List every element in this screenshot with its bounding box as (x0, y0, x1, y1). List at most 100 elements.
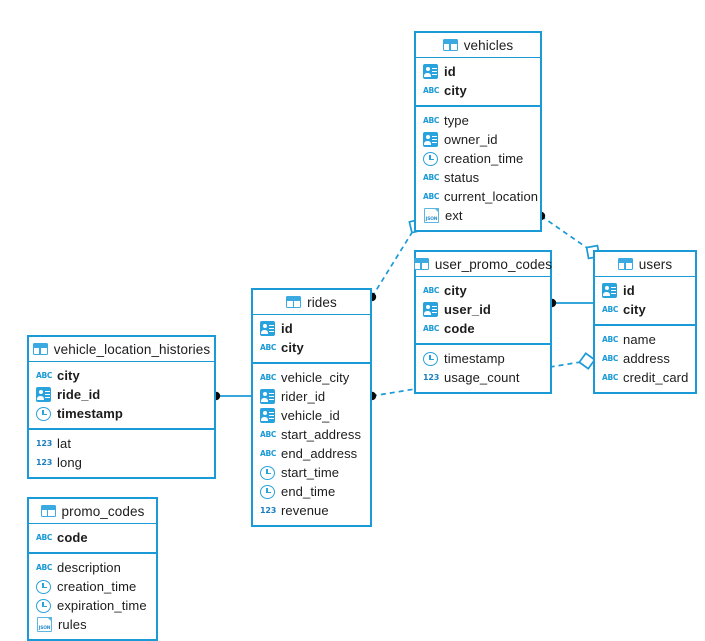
relationship-line (371, 225, 417, 298)
timestamp-icon (36, 406, 51, 421)
column-row[interactable]: timestamp (416, 349, 550, 368)
primary-key-column-row[interactable]: id (595, 281, 695, 300)
timestamp-icon (423, 151, 438, 166)
table-title: promo_codes (61, 503, 145, 519)
string-icon: ABC (36, 371, 53, 380)
number-icon: 123 (260, 506, 277, 515)
column-row[interactable]: vehicle_id (253, 406, 370, 425)
relationship-user_promo_codes-to-users[interactable] (547, 298, 593, 308)
column-row[interactable]: 123 revenue (253, 501, 370, 520)
table-icon (413, 258, 429, 270)
table-header[interactable]: vehicles (416, 33, 540, 58)
column-name: timestamp (57, 406, 123, 421)
column-name: rules (58, 617, 87, 632)
timestamp-icon (260, 484, 275, 499)
table-title: user_promo_codes (434, 256, 553, 272)
column-name: vehicle_city (281, 370, 350, 385)
table-header[interactable]: rides (253, 290, 370, 315)
column-name: expiration_time (57, 598, 147, 613)
column-name: revenue (281, 503, 329, 518)
table-header[interactable]: users (595, 252, 695, 277)
primary-key-column-row[interactable]: id (416, 62, 540, 81)
column-name: name (623, 332, 656, 347)
primary-key-column-row[interactable]: id (253, 319, 370, 338)
table-icon (40, 505, 56, 517)
string-icon: ABC (602, 373, 619, 382)
table-header[interactable]: promo_codes (29, 499, 156, 524)
uuid-icon (602, 283, 617, 298)
uuid-icon (260, 408, 275, 423)
column-name: city (444, 283, 467, 298)
uuid-icon (423, 132, 438, 147)
column-row[interactable]: creation_time (29, 577, 156, 596)
timestamp-icon (423, 351, 438, 366)
column-row[interactable]: owner_id (416, 130, 540, 149)
table-icon (32, 343, 48, 355)
relationship-line (540, 215, 594, 253)
primary-key-column-row[interactable]: ride_id (29, 385, 214, 404)
table-header[interactable]: user_promo_codes (413, 252, 553, 277)
column-row[interactable]: start_time (253, 463, 370, 482)
column-name: id (623, 283, 635, 298)
string-icon: ABC (423, 116, 440, 125)
column-row[interactable]: rider_id (253, 387, 370, 406)
primary-key-column-row[interactable]: user_id (416, 300, 550, 319)
string-icon: ABC (260, 343, 277, 352)
column-name: start_time (281, 465, 340, 480)
column-name: ride_id (57, 387, 101, 402)
table-icon (617, 258, 633, 270)
column-row[interactable]: expiration_time (29, 596, 156, 615)
column-name: current_location (444, 189, 539, 204)
column-name: address (623, 351, 670, 366)
relationship-vehicle_location_histories-to-rides[interactable] (211, 391, 251, 401)
column-row[interactable]: creation_time (416, 149, 540, 168)
table-header[interactable]: vehicle_location_histories (29, 337, 214, 362)
string-icon: ABC (423, 86, 440, 95)
column-name: creation_time (444, 151, 524, 166)
uuid-icon (260, 389, 275, 404)
column-name: lat (57, 436, 72, 451)
column-name: vehicle_id (281, 408, 340, 423)
column-row[interactable]: ABC credit_card (595, 368, 695, 387)
column-name: credit_card (623, 370, 689, 385)
column-row[interactable]: end_time (253, 482, 370, 501)
primary-key-column-row[interactable]: timestamp (29, 404, 214, 423)
uuid-icon (36, 387, 51, 402)
table-title: users (638, 256, 673, 272)
